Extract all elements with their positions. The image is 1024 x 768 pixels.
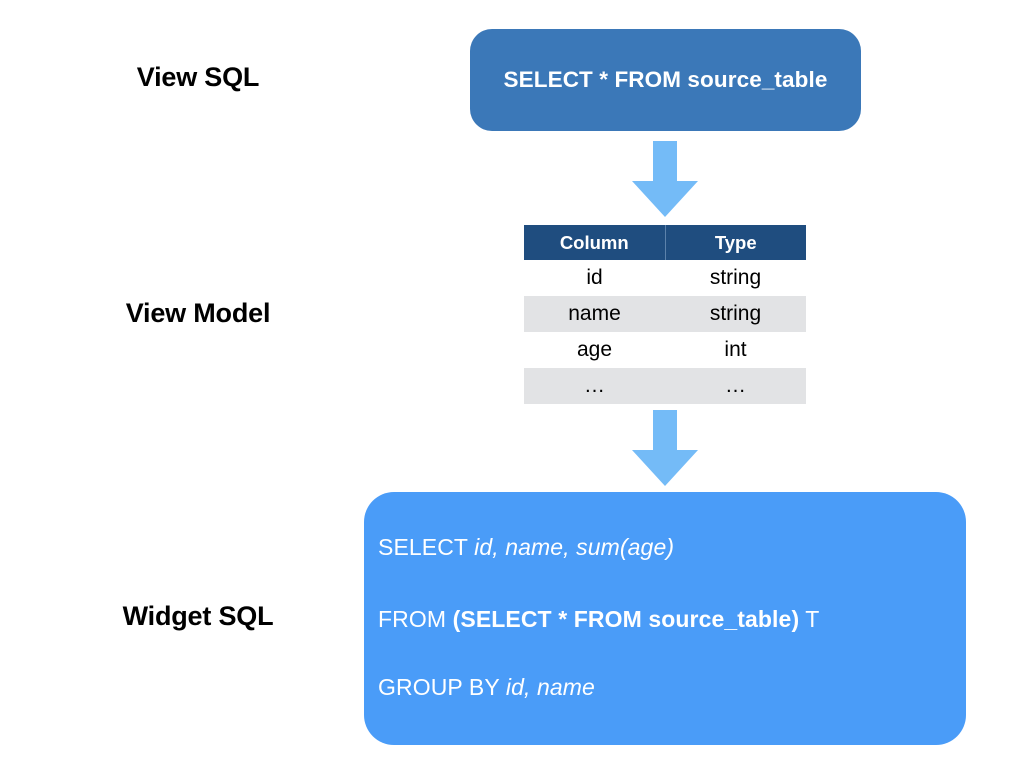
table-cell-column: name	[524, 296, 665, 332]
row-label-view-sql: View SQL	[136, 62, 260, 92]
table-row: age int	[524, 332, 806, 368]
widget-sql-line-group-by: GROUP BY id, name	[378, 674, 595, 701]
sql-subquery-alias: T	[799, 606, 820, 632]
row-label-widget-sql: Widget SQL	[122, 601, 274, 631]
arrow-down-icon-view-sql-to-view-model	[632, 141, 698, 217]
sql-group-by-columns: id, name	[505, 674, 595, 700]
table-row: name string	[524, 296, 806, 332]
view-model-table: Column Type id string name string age in…	[524, 225, 806, 404]
widget-sql-line-select: SELECT id, name, sum(age)	[378, 534, 674, 561]
table-header-column: Column	[524, 225, 666, 260]
table-cell-column: id	[524, 260, 665, 296]
sql-keyword-group-by: GROUP BY	[378, 674, 506, 700]
table-cell-type: string	[665, 296, 806, 332]
table-header-row: Column Type	[524, 225, 806, 260]
table-row: id string	[524, 260, 806, 296]
view-sql-box: SELECT * FROM source_table	[470, 29, 861, 131]
table-row: … …	[524, 368, 806, 404]
sql-select-columns: id, name, sum(age)	[474, 534, 675, 560]
sql-subquery-view-sql: SELECT * FROM source_table	[460, 606, 792, 632]
table-cell-type: string	[665, 260, 806, 296]
sql-paren-open: (	[452, 606, 461, 632]
table-cell-type: int	[665, 332, 806, 368]
row-label-view-model: View Model	[125, 298, 271, 328]
table-cell-column: …	[524, 368, 665, 404]
table-header-type: Type	[665, 225, 806, 260]
table-cell-column: age	[524, 332, 665, 368]
sql-paren-close: )	[791, 606, 800, 632]
widget-sql-box: SELECT id, name, sum(age) FROM (SELECT *…	[364, 492, 966, 745]
sql-keyword-select: SELECT	[378, 534, 475, 560]
view-sql-query-text: SELECT * FROM source_table	[503, 67, 828, 92]
widget-sql-line-from: FROM (SELECT * FROM source_table) T	[378, 606, 819, 633]
table-cell-type: …	[665, 368, 806, 404]
sql-keyword-from: FROM	[378, 606, 453, 632]
arrow-down-icon-view-model-to-widget-sql	[632, 410, 698, 486]
